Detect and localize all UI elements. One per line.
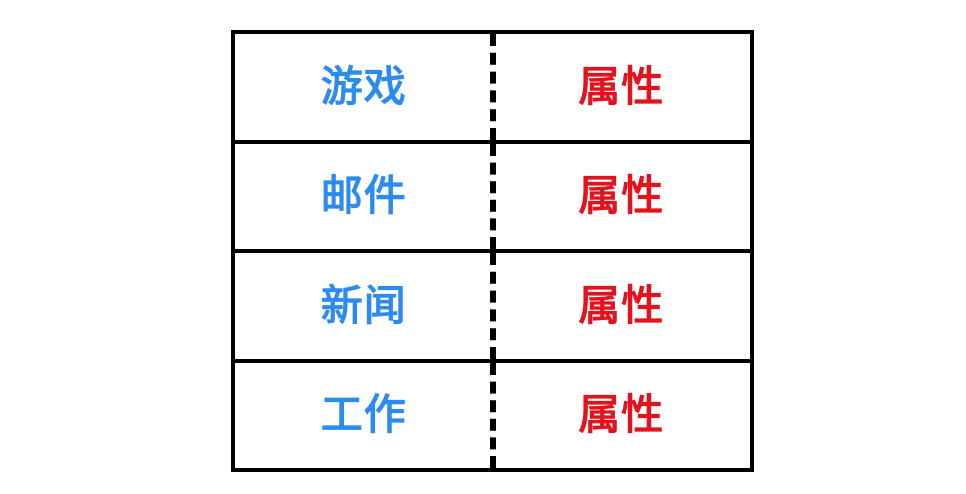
attribute-label: 属性 (578, 280, 665, 330)
category-label: 游戏 (320, 61, 407, 111)
table-cell-attribute: 属性 (493, 253, 751, 359)
table-cell-category: 工作 (235, 363, 493, 469)
table-row: 新闻 属性 (235, 253, 750, 363)
attribute-label: 属性 (578, 61, 665, 111)
table-row: 游戏 属性 (235, 34, 750, 144)
table-cell-category: 游戏 (235, 34, 493, 140)
category-label: 邮件 (320, 171, 407, 221)
table-row: 工作 属性 (235, 362, 751, 469)
category-label: 新闻 (320, 280, 407, 330)
table-cell-attribute: 属性 (493, 34, 751, 140)
table-row: 邮件 属性 (235, 143, 751, 253)
category-attribute-table: 游戏 属性 邮件 属性 新闻 属性 (231, 30, 754, 472)
table-cell-category: 新闻 (235, 253, 493, 359)
table-cell-attribute: 属性 (493, 144, 751, 250)
table-cell-attribute: 属性 (493, 363, 751, 469)
attribute-label: 属性 (578, 171, 665, 221)
attribute-label: 属性 (578, 390, 665, 440)
table-cell-category: 邮件 (235, 144, 493, 250)
category-label: 工作 (320, 390, 407, 440)
